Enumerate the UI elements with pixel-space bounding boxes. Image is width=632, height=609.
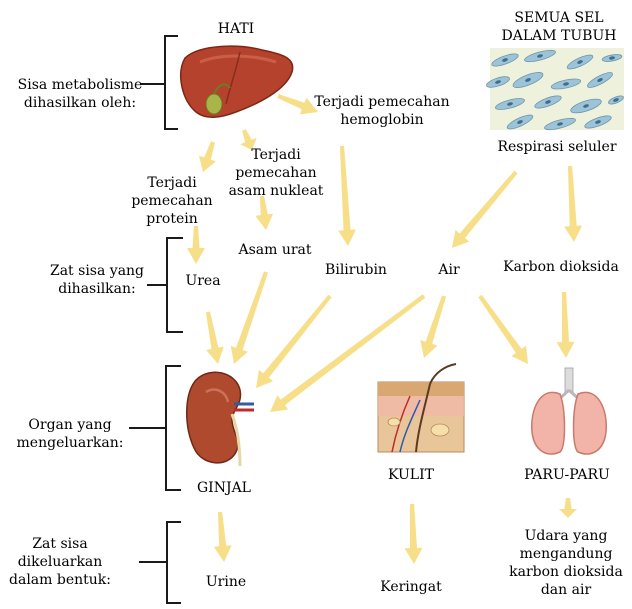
process-hemoglobin-1: Terjadi pemecahan [314,94,449,110]
organ-skin: KULIT [388,467,435,483]
arrow-skin-to-sweat [404,503,423,564]
row-label-form-1: Zat sisa [32,536,87,552]
row-label-metabolism-2: dihasilkan oleh: [24,95,136,111]
waste-co2: Karbon dioksida [503,259,619,275]
arrow-water-to-skin [420,295,446,358]
arrow-kidney-to-urine [213,511,232,562]
output-exhaled-3: karbon dioksida [509,564,623,580]
arrow-uricacid-to-kidney [230,271,268,364]
process-protein-3: protein [146,211,198,227]
kidney-illustration [186,371,254,467]
arrow-liver-to-nucleic [240,129,257,150]
row-label-form-2: dikeluarkan [18,554,103,570]
arrow-co2-to-lungs [556,291,575,358]
cells-illustration [486,48,624,131]
waste-urea: Urea [185,273,220,289]
arrow-lungs-to-exhaled [559,498,577,518]
tissue-cell-nucleus [517,120,523,124]
tissue-cell-nucleus [583,104,589,108]
row-label-waste-1: Zat sisa yang [50,263,144,279]
output-sweat: Keringat [380,579,442,595]
arrow-respiration-to-co2 [564,165,583,242]
row-label-organs-1: Organ yang [28,417,111,433]
arrow-protein-to-urea [187,226,205,264]
waste-water: Air [437,262,460,278]
tissue-cell-nucleus [495,80,501,84]
tissue-cell-nucleus [577,60,583,64]
arrow-liver-to-hemoglobin [277,94,318,115]
tissue-cell-nucleus [613,98,619,102]
row-label-waste-2: dihasilkan: [58,281,136,297]
tissue-cell-nucleus [557,122,563,126]
arrow-water-to-kidney [270,294,426,412]
output-exhaled-1: Udara yang [525,528,608,544]
cells-title-line2: DALAM TUBUH [502,28,617,44]
tissue-cell-nucleus [597,78,603,82]
arrow-respiration-to-water [452,170,518,248]
arrow-nucleic-to-uricacid [255,195,274,230]
lungs-illustration [531,367,607,455]
tissue-cell-nucleus [525,78,531,82]
organ-kidney: GINJAL [197,480,251,496]
process-hemoglobin-2: hemoglobin [340,112,423,128]
liver-illustration [180,45,294,118]
organ-lungs: PARU-PARU [524,467,610,483]
row-label-form-3: dalam bentuk: [9,572,111,588]
cells-title-line1: SEMUA SEL [514,10,603,26]
tissue-cell-nucleus [595,120,601,124]
process-nucleic-1: Terjadi [251,147,301,163]
tissue-cell-nucleus [545,100,551,104]
waste-uric-acid: Asam urat [237,242,311,258]
tissue-cell-nucleus [502,58,508,62]
waste-bilirubin: Bilirubin [325,262,387,278]
tissue-cell-nucleus [563,82,569,86]
arrows-group [187,94,583,564]
process-nucleic-2: pemecahan [235,165,316,181]
arrow-water-to-lungs [478,294,528,364]
output-exhaled-4: dan air [541,582,592,598]
process-protein-2: pemecahan [131,193,212,209]
arrow-urea-to-kidney [205,311,224,364]
arrow-hemoglobin-to-bilirubin [338,145,356,246]
row-label-organs-2: mengeluarkan: [17,435,124,451]
process-respiration: Respirasi seluler [497,139,616,155]
bracket-metabolism [141,35,178,130]
process-protein-1: Terjadi [147,175,197,191]
bracket-waste [147,237,183,333]
arrow-liver-to-protein [199,141,216,172]
liver-title: HATI [218,21,254,37]
tissue-cell-nucleus [507,102,513,106]
bracket-form [139,521,181,604]
process-nucleic-3: asam nukleat [229,183,324,199]
tissue-cell-nucleus [537,54,543,58]
row-label-metabolism-1: Sisa metabolisme [18,77,143,93]
tissue-cell-nucleus [609,56,615,60]
output-urine: Urine [206,574,246,590]
skin-illustration [377,363,465,453]
output-exhaled-2: mengandung [520,546,613,562]
bracket-organs [129,365,181,491]
arrow-bilirubin-to-kidney [256,294,332,388]
